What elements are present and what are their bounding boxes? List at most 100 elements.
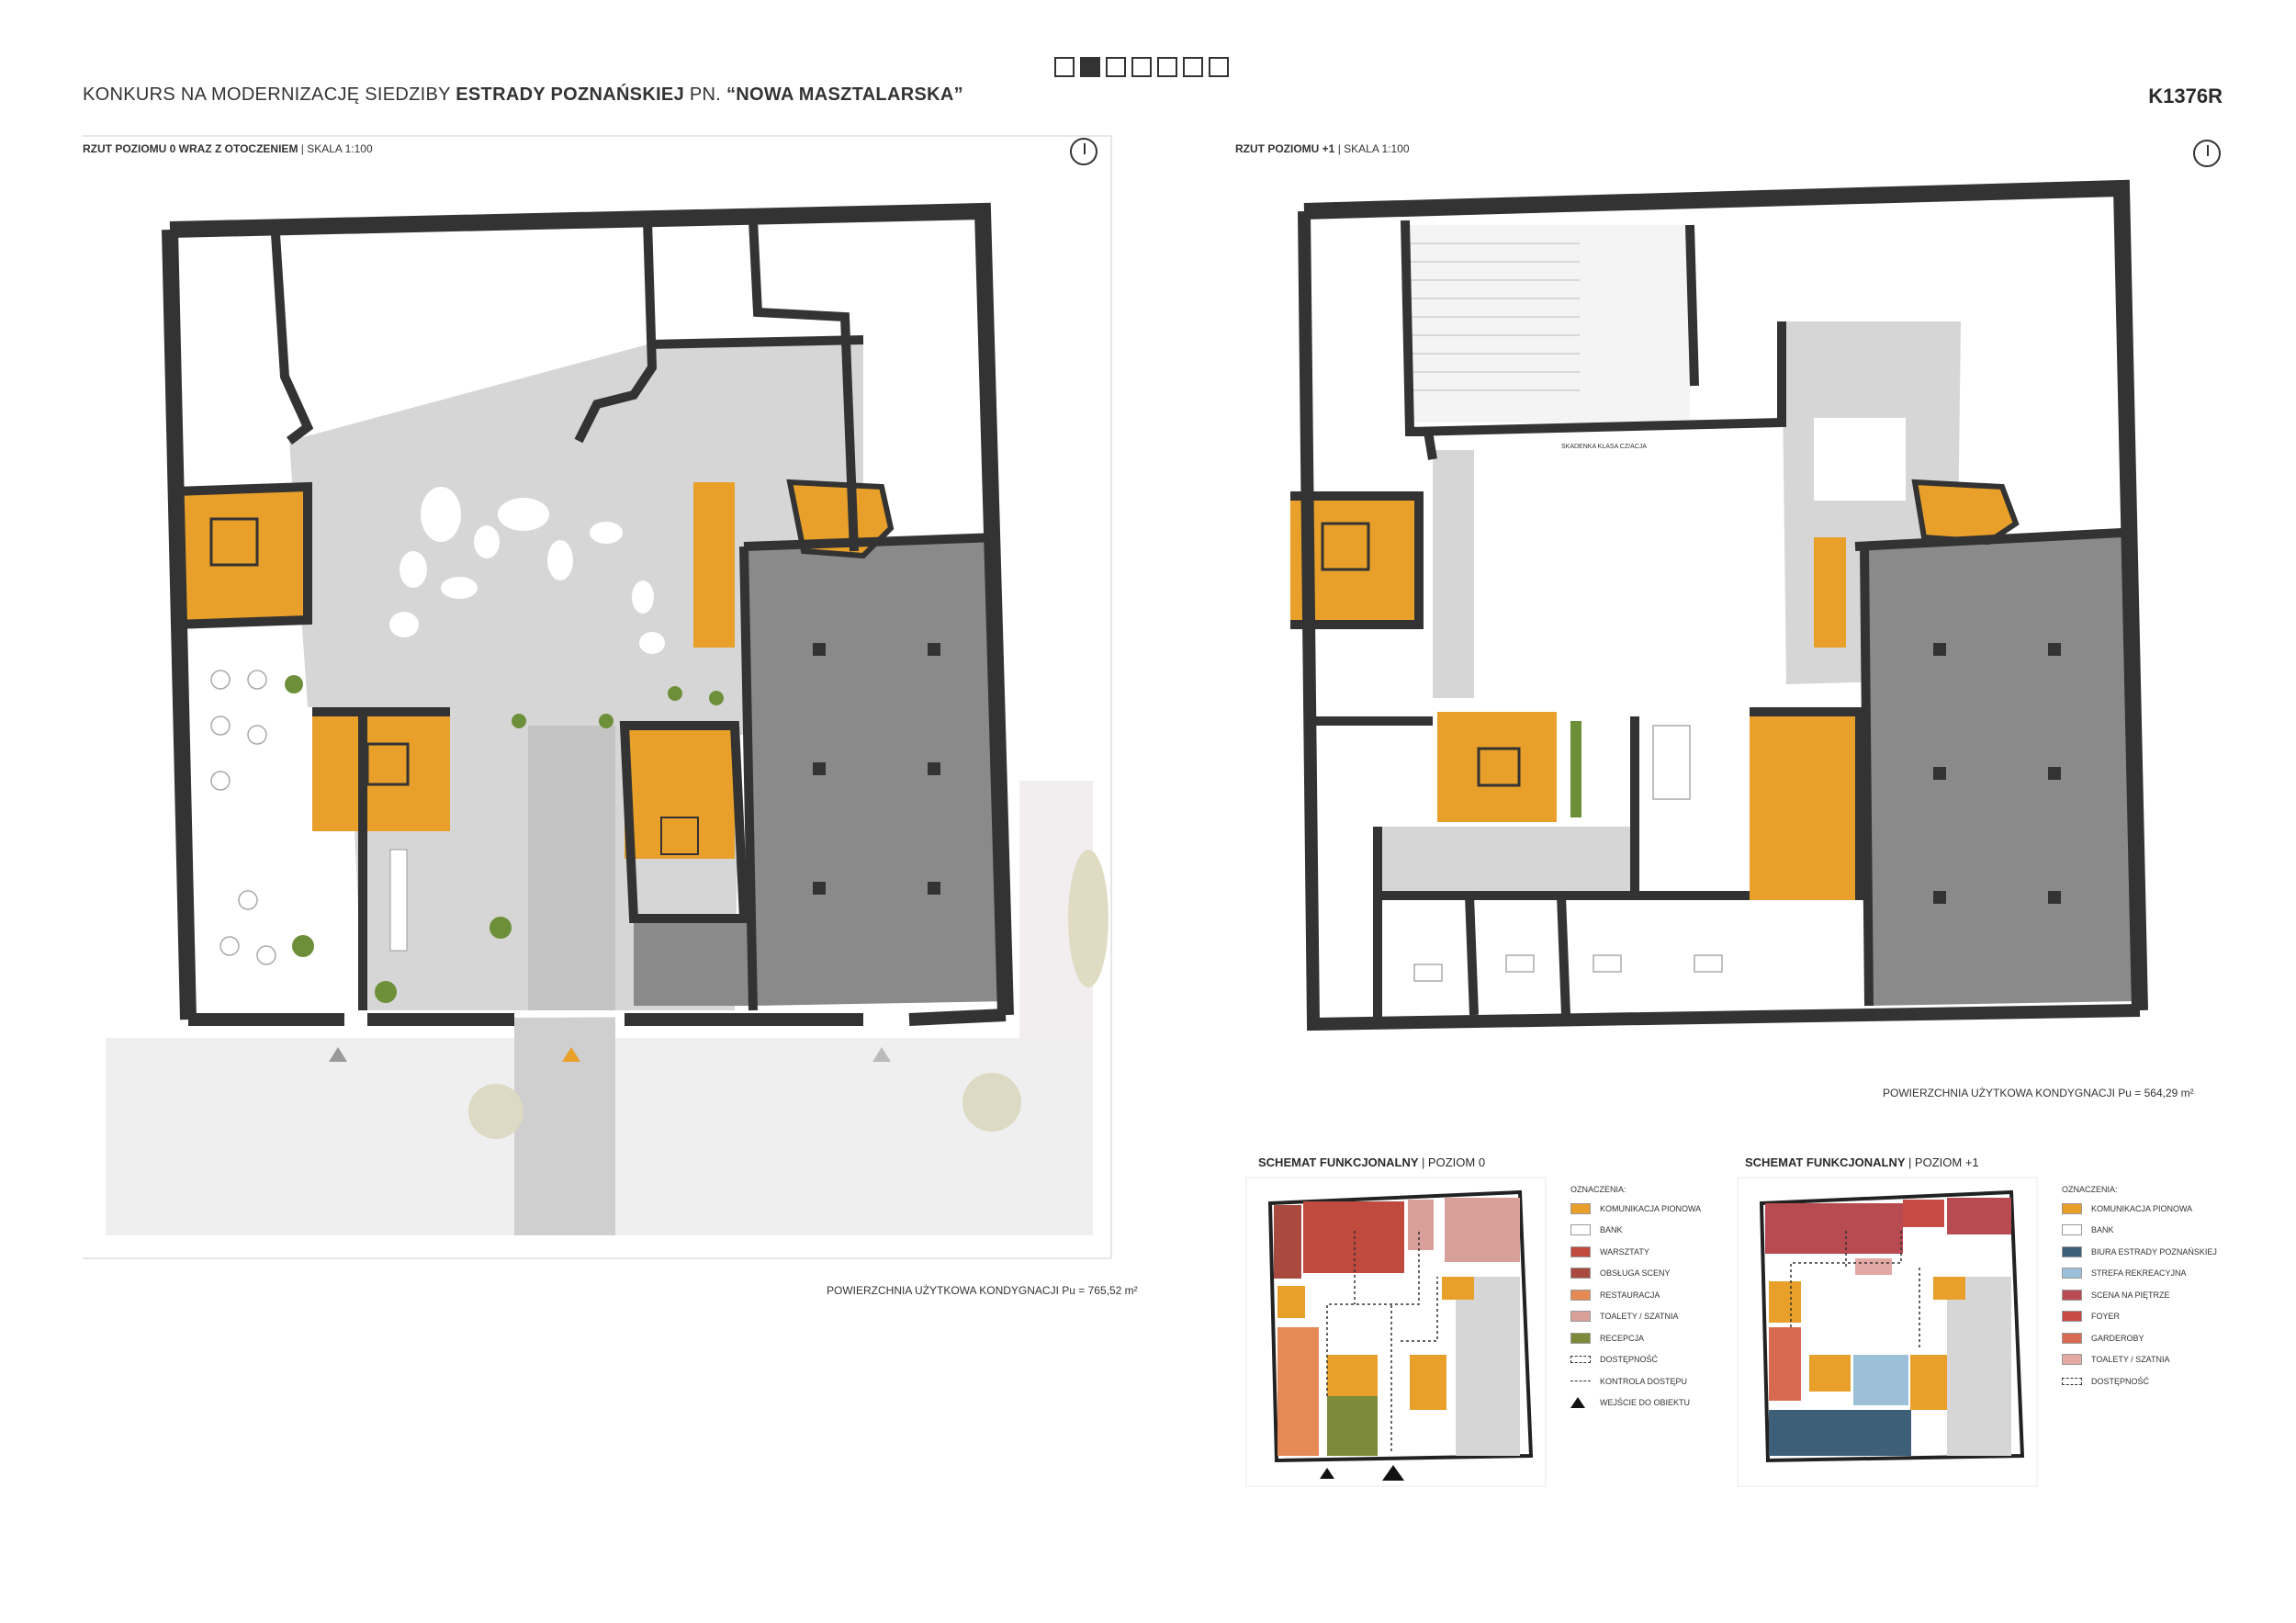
title-prefix: KONKURS NA MODERNIZACJĘ SIEDZIBY xyxy=(83,85,451,105)
entrance-corridor xyxy=(528,726,615,1010)
legend-swatch xyxy=(1570,1289,1591,1301)
plan-right-label: RZUT POZIOMU +1 | SKALA 1:100 xyxy=(1235,142,1410,155)
outer-wall xyxy=(1303,179,2148,1011)
void xyxy=(1814,418,1906,501)
page-dot xyxy=(1106,57,1126,77)
legend-label: DOSTĘPNOŚĆ xyxy=(2091,1376,2150,1386)
legend-item: FOYER xyxy=(2062,1306,2245,1328)
area-level-0: POWIERZCHNIA UŻYTKOWA KONDYGNACJI Pu = 7… xyxy=(827,1284,1138,1297)
plan-right-title: RZUT POZIOMU +1 xyxy=(1235,142,1335,155)
legend-item: BANK xyxy=(2062,1220,2245,1242)
legend-swatch xyxy=(1570,1245,1591,1257)
elevator-icon xyxy=(660,817,699,855)
plan-left-title: RZUT POZIOMU 0 WRAZ Z OTOCZENIEM xyxy=(83,142,298,155)
area-level-1: POWIERZCHNIA UŻYTKOWA KONDYGNACJI Pu = 5… xyxy=(1883,1087,2194,1099)
legend-item: BANK xyxy=(1570,1220,1727,1242)
office-corridor xyxy=(1378,827,1635,896)
stair-core-north xyxy=(1911,479,2020,546)
legend-label: KONTROLA DOSTĘPU xyxy=(1600,1376,1688,1386)
zone-foyer xyxy=(1903,1200,1944,1227)
legend-swatch xyxy=(1570,1311,1591,1323)
zone-vertical xyxy=(1410,1355,1446,1410)
legend-label: STREFA REKREACYJNA xyxy=(2091,1268,2187,1279)
legend-item: OBSŁUGA SCENY xyxy=(1570,1263,1727,1285)
stair-core-west xyxy=(174,491,303,620)
internal-walls xyxy=(174,220,997,1011)
zone-bank xyxy=(1456,1277,1520,1456)
zone-offices xyxy=(1769,1410,1911,1456)
sidewalk-side xyxy=(1019,781,1093,1038)
stair-core-central xyxy=(312,712,450,831)
legend-item: GARDEROBY xyxy=(2062,1327,2245,1349)
page-dot xyxy=(1209,57,1229,77)
legend-item: TOALETY / SZATNIA xyxy=(2062,1349,2245,1371)
zone-vertical xyxy=(1809,1355,1851,1392)
legend-label: KOMUNIKACJA PIONOWA xyxy=(2091,1203,2193,1213)
gallery-corridor xyxy=(1433,450,1474,698)
legend-swatch xyxy=(1570,1268,1591,1279)
plan-level-1: SKADENKA KLASA CZ/ACJA xyxy=(1290,179,2148,1031)
auditorium xyxy=(1405,225,1690,423)
entry-path xyxy=(514,992,615,1235)
legend-swatch xyxy=(2062,1311,2082,1323)
columns xyxy=(1933,643,2061,904)
legend-swatch xyxy=(1570,1224,1591,1236)
legend-item: SCENA NA PIĘTRZE xyxy=(2062,1284,2245,1306)
zone-bank xyxy=(1947,1277,2011,1456)
legend-item: STREFA REKREACYJNA xyxy=(2062,1263,2245,1285)
elevator-icon xyxy=(209,517,259,567)
legend-item: KOMUNIKACJA PIONOWA xyxy=(1570,1198,1727,1220)
legend-item: DOSTĘPNOŚĆ xyxy=(1570,1349,1727,1371)
legend-label: OBSŁUGA SCENY xyxy=(1600,1268,1671,1279)
entry-code: K1376R xyxy=(2148,85,2223,107)
plan-left-label: RZUT POZIOMU 0 WRAZ Z OTOCZENIEM | SKALA… xyxy=(83,142,373,155)
legend-label: KOMUNIKACJA PIONOWA xyxy=(1600,1203,1702,1213)
page-dot-current xyxy=(1080,57,1100,77)
legend-item: KOMUNIKACJA PIONOWA xyxy=(2062,1198,2245,1220)
zone-vertical xyxy=(1933,1277,1965,1300)
zone-vertical xyxy=(1442,1277,1474,1300)
legend-item: TOALETY / SZATNIA xyxy=(1570,1306,1727,1328)
page-dot xyxy=(1157,57,1177,77)
street-wall xyxy=(188,1009,1007,1026)
bank-void xyxy=(1864,533,2135,1006)
elevator-icon xyxy=(1321,522,1370,571)
plan-level-0 xyxy=(83,135,1112,1259)
legend-swatch xyxy=(2062,1202,2082,1214)
zone-upper-stage xyxy=(1947,1198,2011,1234)
legend-label: TOALETY / SZATNIA xyxy=(2091,1355,2170,1365)
page-dot xyxy=(1131,57,1152,77)
columns xyxy=(813,643,940,895)
legend-swatch xyxy=(2062,1354,2082,1366)
zone-vertical xyxy=(1910,1355,1947,1410)
accessibility-paths xyxy=(1326,1231,1438,1451)
legend-heading: OZNACZENIA: xyxy=(2062,1185,2118,1194)
zone-toilets xyxy=(1408,1200,1434,1250)
legend-swatch xyxy=(2062,1289,2082,1301)
legend-item: KONTROLA DOSTĘPU xyxy=(1570,1370,1727,1392)
zone-stage-service xyxy=(1274,1205,1301,1279)
legend-label: WEJŚCIE DO OBIEKTU xyxy=(1600,1398,1691,1408)
zone-vertical xyxy=(1769,1281,1801,1323)
zone-upper-stage xyxy=(1765,1203,1903,1254)
page-dot xyxy=(1183,57,1203,77)
legend-label: DOSTĘPNOŚĆ xyxy=(1600,1355,1659,1365)
accessibility-paths xyxy=(1790,1231,1920,1350)
legend-swatch xyxy=(1570,1356,1591,1364)
north-arrow-icon xyxy=(2193,140,2221,167)
legend-label: TOALETY / SZATNIA xyxy=(1600,1312,1679,1322)
stair-core-east xyxy=(625,726,735,859)
entry-marker-icon xyxy=(329,1047,347,1062)
seat-rows xyxy=(1405,242,1580,391)
zone-toilets xyxy=(1855,1258,1892,1275)
stair-flight xyxy=(693,482,735,648)
legend-label: BANK xyxy=(1600,1225,1623,1235)
zone-restaurant xyxy=(1277,1327,1319,1456)
title-bold: ESTRADY POZNAŃSKIEJ xyxy=(456,85,684,105)
legend-swatch xyxy=(2062,1268,2082,1279)
zone-reception xyxy=(1327,1396,1378,1456)
zone-toilets xyxy=(1445,1198,1520,1262)
legend-heading: OZNACZENIA: xyxy=(1570,1185,1626,1194)
